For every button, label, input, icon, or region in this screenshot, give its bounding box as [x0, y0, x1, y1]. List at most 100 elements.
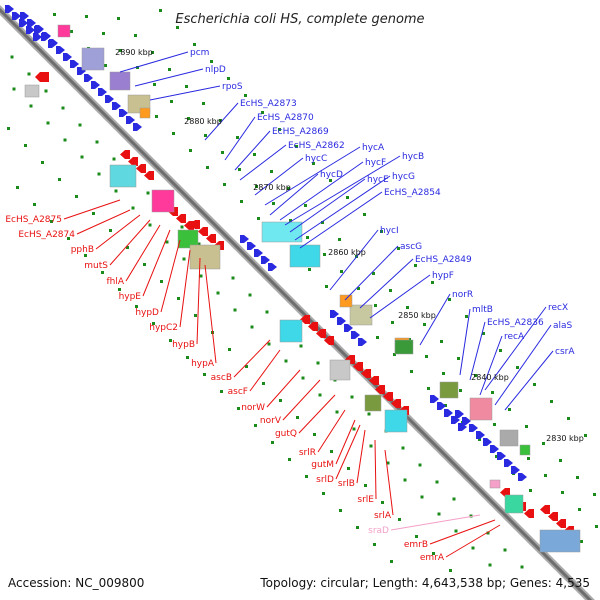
tick-mark	[350, 395, 354, 399]
tick-mark	[131, 206, 135, 210]
plus-strand-gene	[112, 102, 121, 110]
minus-strand-gene	[120, 150, 130, 159]
leader-line	[459, 308, 471, 376]
tick-mark	[488, 563, 492, 567]
tick-mark	[469, 514, 473, 518]
tick-mark	[160, 280, 163, 283]
tick-mark	[325, 285, 328, 288]
lower-gene-label: ascB	[211, 373, 232, 383]
tick-mark	[576, 476, 579, 479]
plus-strand-gene	[497, 452, 506, 460]
tick-mark	[391, 321, 394, 324]
plus-strand-gene	[26, 26, 35, 34]
tick-mark	[584, 434, 587, 437]
tick-mark	[516, 366, 519, 369]
tick-mark	[398, 518, 401, 521]
plus-strand-gene	[330, 310, 339, 318]
leader-line	[284, 155, 401, 226]
plus-strand-gene	[337, 317, 346, 325]
feature-box	[394, 339, 414, 355]
tick-mark	[92, 212, 95, 215]
tick-mark	[199, 274, 203, 278]
tick-mark	[27, 72, 31, 76]
feature-box	[139, 107, 151, 119]
upper-gene-label: hycG	[392, 172, 415, 182]
feature-box	[109, 71, 131, 91]
leader-line	[249, 349, 281, 392]
upper-gene-label: hycA	[362, 143, 385, 153]
plus-strand-gene	[119, 109, 128, 117]
lower-gene-label: srlD	[316, 475, 334, 485]
minus-strand-gene	[383, 392, 393, 401]
tick-mark	[330, 450, 333, 453]
lower-gene-label: hypE	[119, 292, 142, 302]
tick-mark	[474, 374, 477, 377]
tick-mark	[423, 323, 426, 326]
tick-mark	[189, 149, 192, 152]
plus-strand-gene	[63, 53, 72, 61]
upper-gene-label: recA	[504, 332, 525, 342]
tick-mark	[448, 298, 451, 301]
tick-mark	[491, 391, 494, 394]
tick-mark	[228, 348, 231, 351]
tick-mark	[287, 187, 290, 190]
tick-mark	[595, 525, 598, 528]
tick-mark	[44, 89, 48, 93]
tick-mark	[533, 383, 536, 386]
tick-mark	[367, 412, 371, 416]
tick-mark	[408, 338, 411, 341]
tick-mark	[442, 372, 445, 375]
upper-gene-label: norR	[452, 290, 473, 300]
leader-line	[160, 239, 181, 313]
tick-mark	[143, 263, 146, 266]
tick-mark	[53, 13, 56, 16]
tick-mark	[478, 438, 481, 441]
tick-mark	[295, 145, 298, 148]
leader-line	[390, 514, 481, 531]
tick-mark	[318, 393, 322, 397]
tick-mark	[427, 387, 430, 390]
tick-mark	[376, 336, 379, 339]
tick-mark	[363, 213, 366, 216]
upper-gene-label: alaS	[553, 321, 573, 331]
tick-mark	[278, 128, 281, 131]
tick-mark	[12, 87, 16, 91]
tick-mark	[126, 246, 129, 249]
tick-mark	[223, 183, 226, 186]
tick-mark	[193, 43, 196, 46]
tick-mark	[459, 389, 462, 392]
leader-line	[233, 339, 271, 378]
tick-mark	[340, 270, 343, 273]
minus-strand-gene	[300, 315, 310, 324]
plus-strand-gene	[133, 123, 142, 131]
lower-gene-label: gutQ	[275, 429, 297, 439]
leader-line	[254, 157, 304, 196]
lower-gene-label: ascF	[228, 387, 248, 397]
feature-box	[539, 529, 581, 553]
tick-mark	[338, 238, 341, 241]
tick-mark	[63, 138, 67, 142]
tick-mark	[233, 308, 237, 312]
tick-mark	[454, 529, 458, 533]
feature-box	[109, 164, 137, 188]
tick-mark	[305, 475, 308, 478]
lower-gene-label: srlA	[374, 511, 392, 521]
tick-mark	[254, 424, 257, 427]
upper-gene-label: hycB	[402, 152, 424, 162]
tick-mark	[321, 221, 324, 224]
upper-gene-label: hycE	[367, 175, 389, 185]
tick-mark	[559, 459, 562, 462]
leader-line	[76, 209, 131, 235]
tick-mark	[152, 322, 155, 325]
leader-line	[279, 161, 364, 221]
tick-mark	[202, 102, 205, 105]
upper-gene-label: EcHS_A2862	[288, 141, 345, 151]
tick-mark	[493, 423, 496, 426]
tick-mark	[16, 186, 19, 189]
plus-strand-gene	[476, 431, 485, 439]
plus-strand-gene	[84, 74, 93, 82]
tick-mark	[389, 289, 392, 292]
tick-mark	[316, 361, 320, 365]
tick-mark	[240, 200, 243, 203]
plus-strand-gene	[33, 33, 42, 41]
